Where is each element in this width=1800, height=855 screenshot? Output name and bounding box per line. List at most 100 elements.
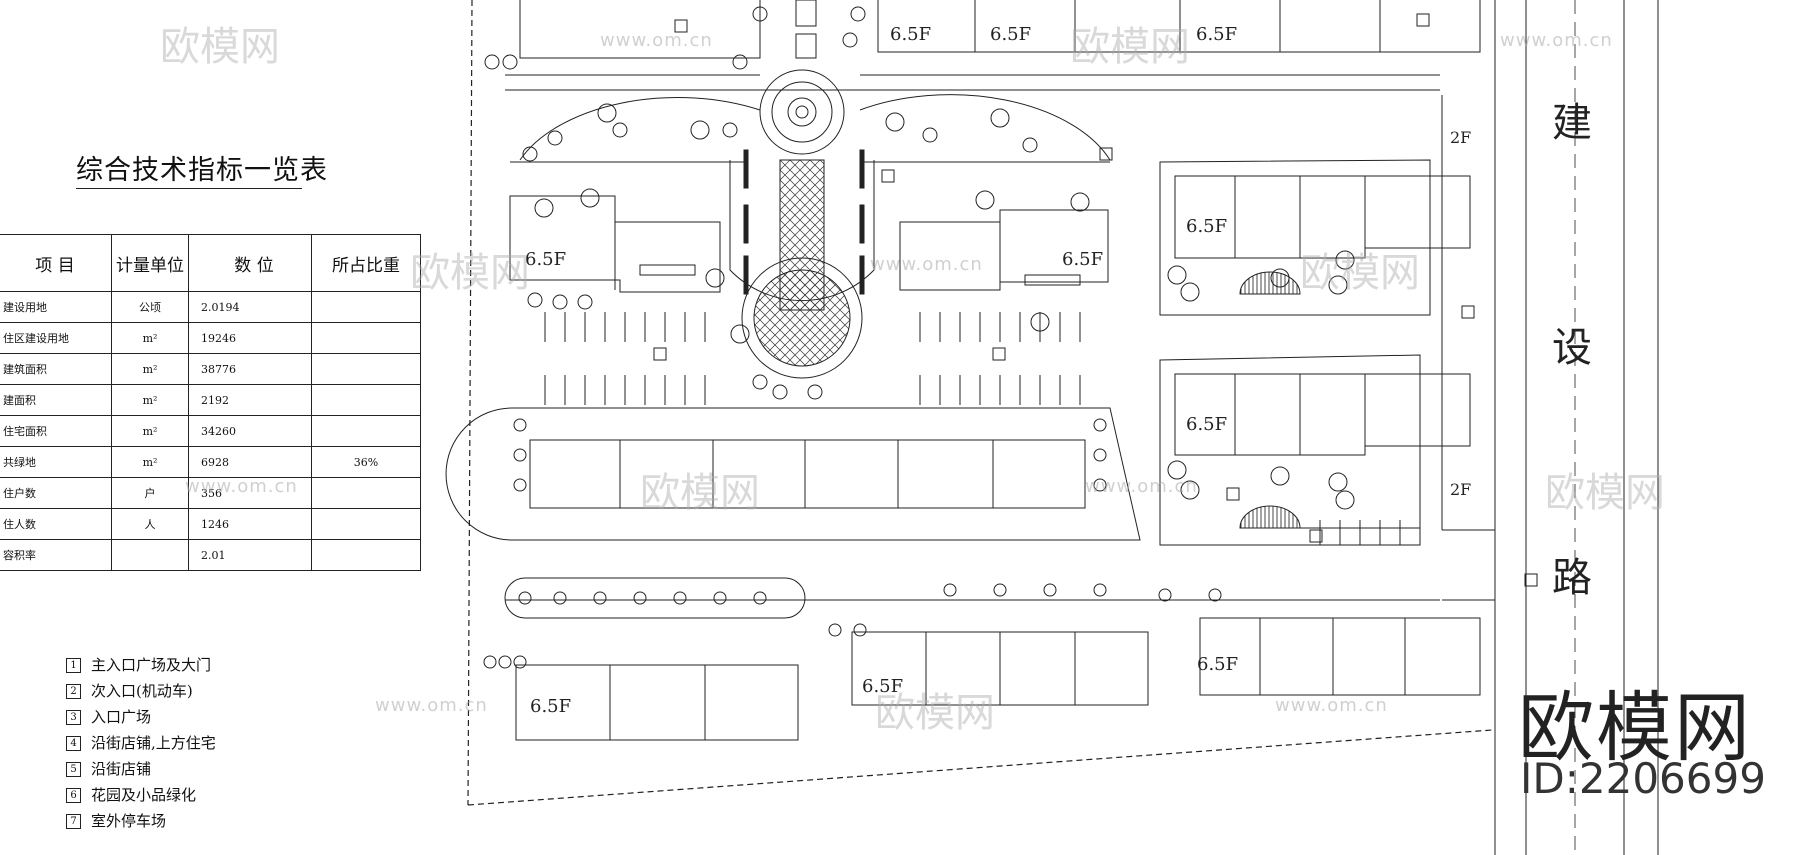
header-value: 数 位 — [188, 234, 312, 292]
benches — [743, 149, 865, 295]
bottom-buildings — [504, 573, 1538, 741]
legend-item: 6 花园及小品绿化 — [66, 782, 216, 808]
legend-number: 2 — [66, 683, 81, 699]
watermark-url: www.om.cn — [1500, 30, 1613, 51]
legend-label: 主入口广场及大门 — [91, 656, 212, 674]
legend-item: 7 室外停车场 — [66, 808, 216, 834]
table-header-row: 项 目 计量单位 数 位 所占比重 — [0, 234, 421, 292]
right-buildings — [1159, 159, 1475, 546]
header-unit: 计量单位 — [111, 234, 189, 292]
plan-legend: 1 主入口广场及大门 2 次入口(机动车) 3 入口广场 4 沿街店铺,上方住宅 5 沿街… — [66, 652, 216, 834]
legend-number: 3 — [66, 709, 81, 725]
floor-label: 6.5F — [1197, 654, 1238, 675]
watermark-brand: 欧模网 — [1300, 250, 1420, 296]
floor-label: 6.5F — [1062, 249, 1103, 270]
legend-item: 1 主入口广场及大门 — [66, 652, 216, 678]
legend-label: 次入口(机动车) — [91, 682, 193, 700]
row-unit: m² — [111, 384, 189, 416]
watermark-brand: 欧模网 — [640, 470, 760, 516]
legend-label: 室外停车场 — [91, 812, 167, 830]
legend-number: 4 — [66, 735, 81, 751]
header-item: 项 目 — [0, 234, 112, 292]
legend-number: 6 — [66, 787, 81, 803]
site-boundary — [467, 0, 1493, 806]
row-item: 住区建设用地 — [0, 322, 112, 354]
title-underline — [76, 188, 302, 189]
road-label-char: 路 — [1552, 555, 1592, 601]
watermark-url: www.om.cn — [600, 30, 713, 51]
parking-stalls — [544, 312, 1081, 405]
row-ratio — [311, 322, 421, 354]
table-title: 综合技术指标一览表 — [76, 155, 328, 186]
floor-label: 6.5F — [1186, 216, 1227, 237]
row-ratio — [311, 539, 421, 571]
legend-item: 2 次入口(机动车) — [66, 678, 216, 704]
row-value: 2.01 — [188, 539, 312, 571]
floor-label: 6.5F — [530, 696, 571, 717]
watermark-brand: 欧模网 — [875, 690, 995, 736]
watermark-url: www.om.cn — [375, 695, 488, 716]
row-value: 34260 — [188, 415, 312, 447]
internal-roads — [505, 74, 1440, 601]
row-value: 356 — [188, 477, 312, 509]
watermark-url: www.om.cn — [1085, 476, 1198, 497]
floor-labels: 6.5F 6.5F 6.5F 6.5F 6.5F 6.5F 6.5F 6.5F … — [525, 24, 1471, 717]
legend-number: 5 — [66, 761, 81, 777]
row-unit: m² — [111, 322, 189, 354]
row-unit — [111, 539, 189, 571]
plan-markers — [881, 169, 895, 183]
legend-item: 3 入口广场 — [66, 704, 216, 730]
floor-label: 6.5F — [525, 249, 566, 270]
row-unit: 户 — [111, 477, 189, 509]
road-label-char: 建 — [1552, 100, 1592, 146]
row-item: 建面积 — [0, 384, 112, 416]
legend-item: 4 沿街店铺,上方住宅 — [66, 730, 216, 756]
floor-label: 6.5F — [890, 24, 931, 45]
row-ratio — [311, 384, 421, 416]
legend-item: 5 沿街店铺 — [66, 756, 216, 782]
watermark-brand: 欧模网 — [160, 24, 280, 70]
row-item: 容积率 — [0, 539, 112, 571]
row-unit: m² — [111, 353, 189, 385]
watermark-url: www.om.cn — [1275, 695, 1388, 716]
watermark-brand: 欧模网 — [1070, 24, 1190, 70]
mid-buildings — [509, 147, 1113, 293]
floor-label: 6.5F — [1196, 24, 1237, 45]
brand-logo-text: 欧模网 — [1518, 683, 1752, 772]
central-plaza — [510, 69, 1111, 379]
watermark-brand: 欧模网 — [1545, 470, 1665, 516]
central-bar-building — [445, 407, 1141, 541]
floor-label: 6.5F — [1186, 414, 1227, 435]
legend-label: 入口广场 — [91, 708, 152, 726]
legend-label: 沿街店铺 — [91, 760, 152, 778]
legend-number: 1 — [66, 657, 81, 673]
top-buildings — [519, 0, 1481, 59]
road-edges — [1441, 0, 1659, 855]
legend-number: 7 — [66, 813, 81, 829]
floor-label: 6.5F — [990, 24, 1031, 45]
two-floor-label: 2F — [1450, 480, 1471, 499]
watermark-url: www.om.cn — [185, 476, 298, 497]
watermark-url: www.om.cn — [870, 254, 983, 275]
table-row: 容积率 2.01 — [0, 539, 421, 571]
model-id: ID:2206699 — [1520, 754, 1766, 803]
row-ratio — [311, 291, 421, 323]
legend-label: 花园及小品绿化 — [91, 786, 197, 804]
two-floor-label: 2F — [1450, 128, 1471, 147]
row-item: 建设用地 — [0, 291, 112, 323]
floor-label: 6.5F — [862, 676, 903, 697]
row-value: 2192 — [188, 384, 312, 416]
row-ratio — [311, 415, 421, 447]
legend-label: 沿街店铺,上方住宅 — [91, 734, 216, 752]
row-ratio — [311, 353, 421, 385]
road-label-char: 设 — [1552, 325, 1592, 371]
watermark-brand: 欧模网 — [410, 250, 530, 296]
row-item: 建筑面积 — [0, 353, 112, 385]
